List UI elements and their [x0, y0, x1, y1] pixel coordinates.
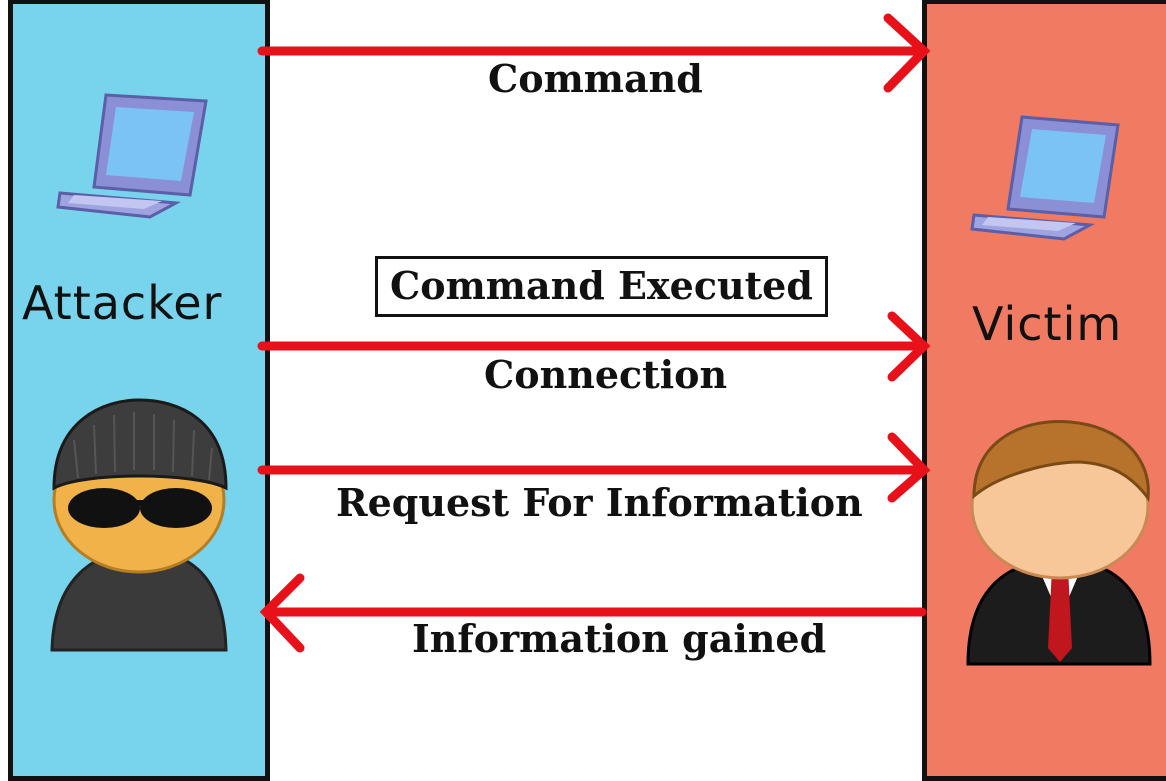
arrow-information-gained	[259, 573, 927, 653]
message-information-gained-label: Information gained	[412, 616, 827, 661]
victim-label: Victim	[972, 297, 1123, 351]
message-command-label: Command	[488, 56, 703, 101]
message-connection-label: Connection	[484, 352, 728, 397]
burglar-avatar-icon	[50, 398, 228, 652]
message-request-label: Request For Information	[336, 480, 863, 525]
arrow-request	[257, 432, 931, 503]
attacker-label: Attacker	[22, 276, 223, 330]
arrow-connection	[257, 311, 931, 382]
laptop-icon	[56, 93, 208, 219]
laptop-icon	[970, 115, 1120, 241]
command-executed-box: Command Executed	[375, 256, 828, 317]
businessman-avatar-icon	[966, 419, 1152, 666]
arrow-command	[257, 13, 931, 93]
